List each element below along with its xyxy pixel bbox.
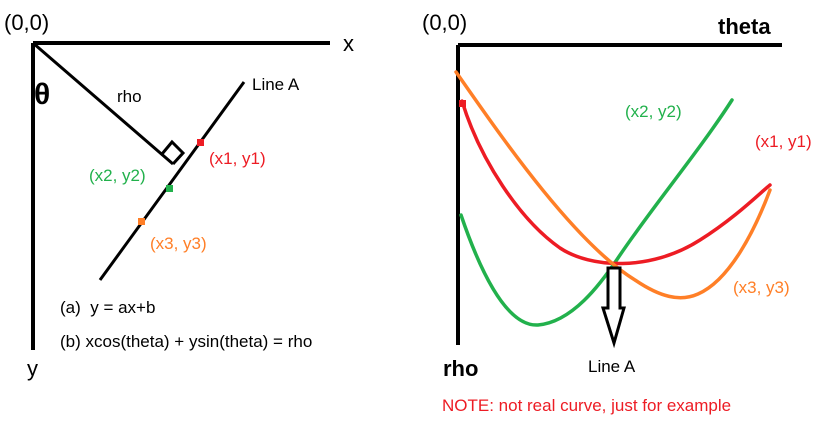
curve-x2-y2 <box>459 98 734 327</box>
curve-label-x2-y2: (x2, y2) <box>625 102 682 121</box>
point-x1-y1 <box>197 139 204 146</box>
curve-x1-y1 <box>460 99 772 266</box>
left-x-axis-label: x <box>343 31 354 56</box>
intersection-label: Line A <box>588 357 636 376</box>
right-angle-marker <box>160 139 186 166</box>
left-y-axis-label: y <box>27 356 38 381</box>
hough-space-diagram: (0,0) theta rho (x2, y2) (x1, y1) (x3, y… <box>422 10 812 415</box>
intersection-arrow <box>600 266 626 349</box>
left-origin-label: (0,0) <box>4 10 49 35</box>
right-origin-label: (0,0) <box>422 10 467 35</box>
right-y-axis-label: rho <box>443 356 478 381</box>
equation-b: (b) xcos(theta) + ysin(theta) = rho <box>60 332 312 351</box>
point-label-x2-y2: (x2, y2) <box>89 166 146 185</box>
rho-line <box>32 41 174 166</box>
theta-symbol: θ <box>34 78 50 111</box>
curve-label-x1-y1: (x1, y1) <box>755 132 812 151</box>
curve-x3-y3 <box>454 70 772 300</box>
point-label-x1-y1: (x1, y1) <box>209 149 266 168</box>
note-text: NOTE: not real curve, just for example <box>442 396 731 415</box>
line-a <box>98 81 246 281</box>
line-a-label: Line A <box>252 75 300 94</box>
rho-label: rho <box>117 87 142 106</box>
curve-x1-y1-start-marker <box>459 100 466 107</box>
equation-a: (a) y = ax+b <box>60 298 155 317</box>
point-label-x3-y3: (x3, y3) <box>150 234 207 253</box>
right-x-axis-label: theta <box>718 14 771 39</box>
point-x2-y2 <box>166 185 173 192</box>
point-x3-y3 <box>138 218 145 225</box>
curve-label-x3-y3: (x3, y3) <box>733 278 790 297</box>
image-space-diagram: (0,0) x y θ rho Line A (x1, y1) (x2, y2)… <box>4 10 354 381</box>
